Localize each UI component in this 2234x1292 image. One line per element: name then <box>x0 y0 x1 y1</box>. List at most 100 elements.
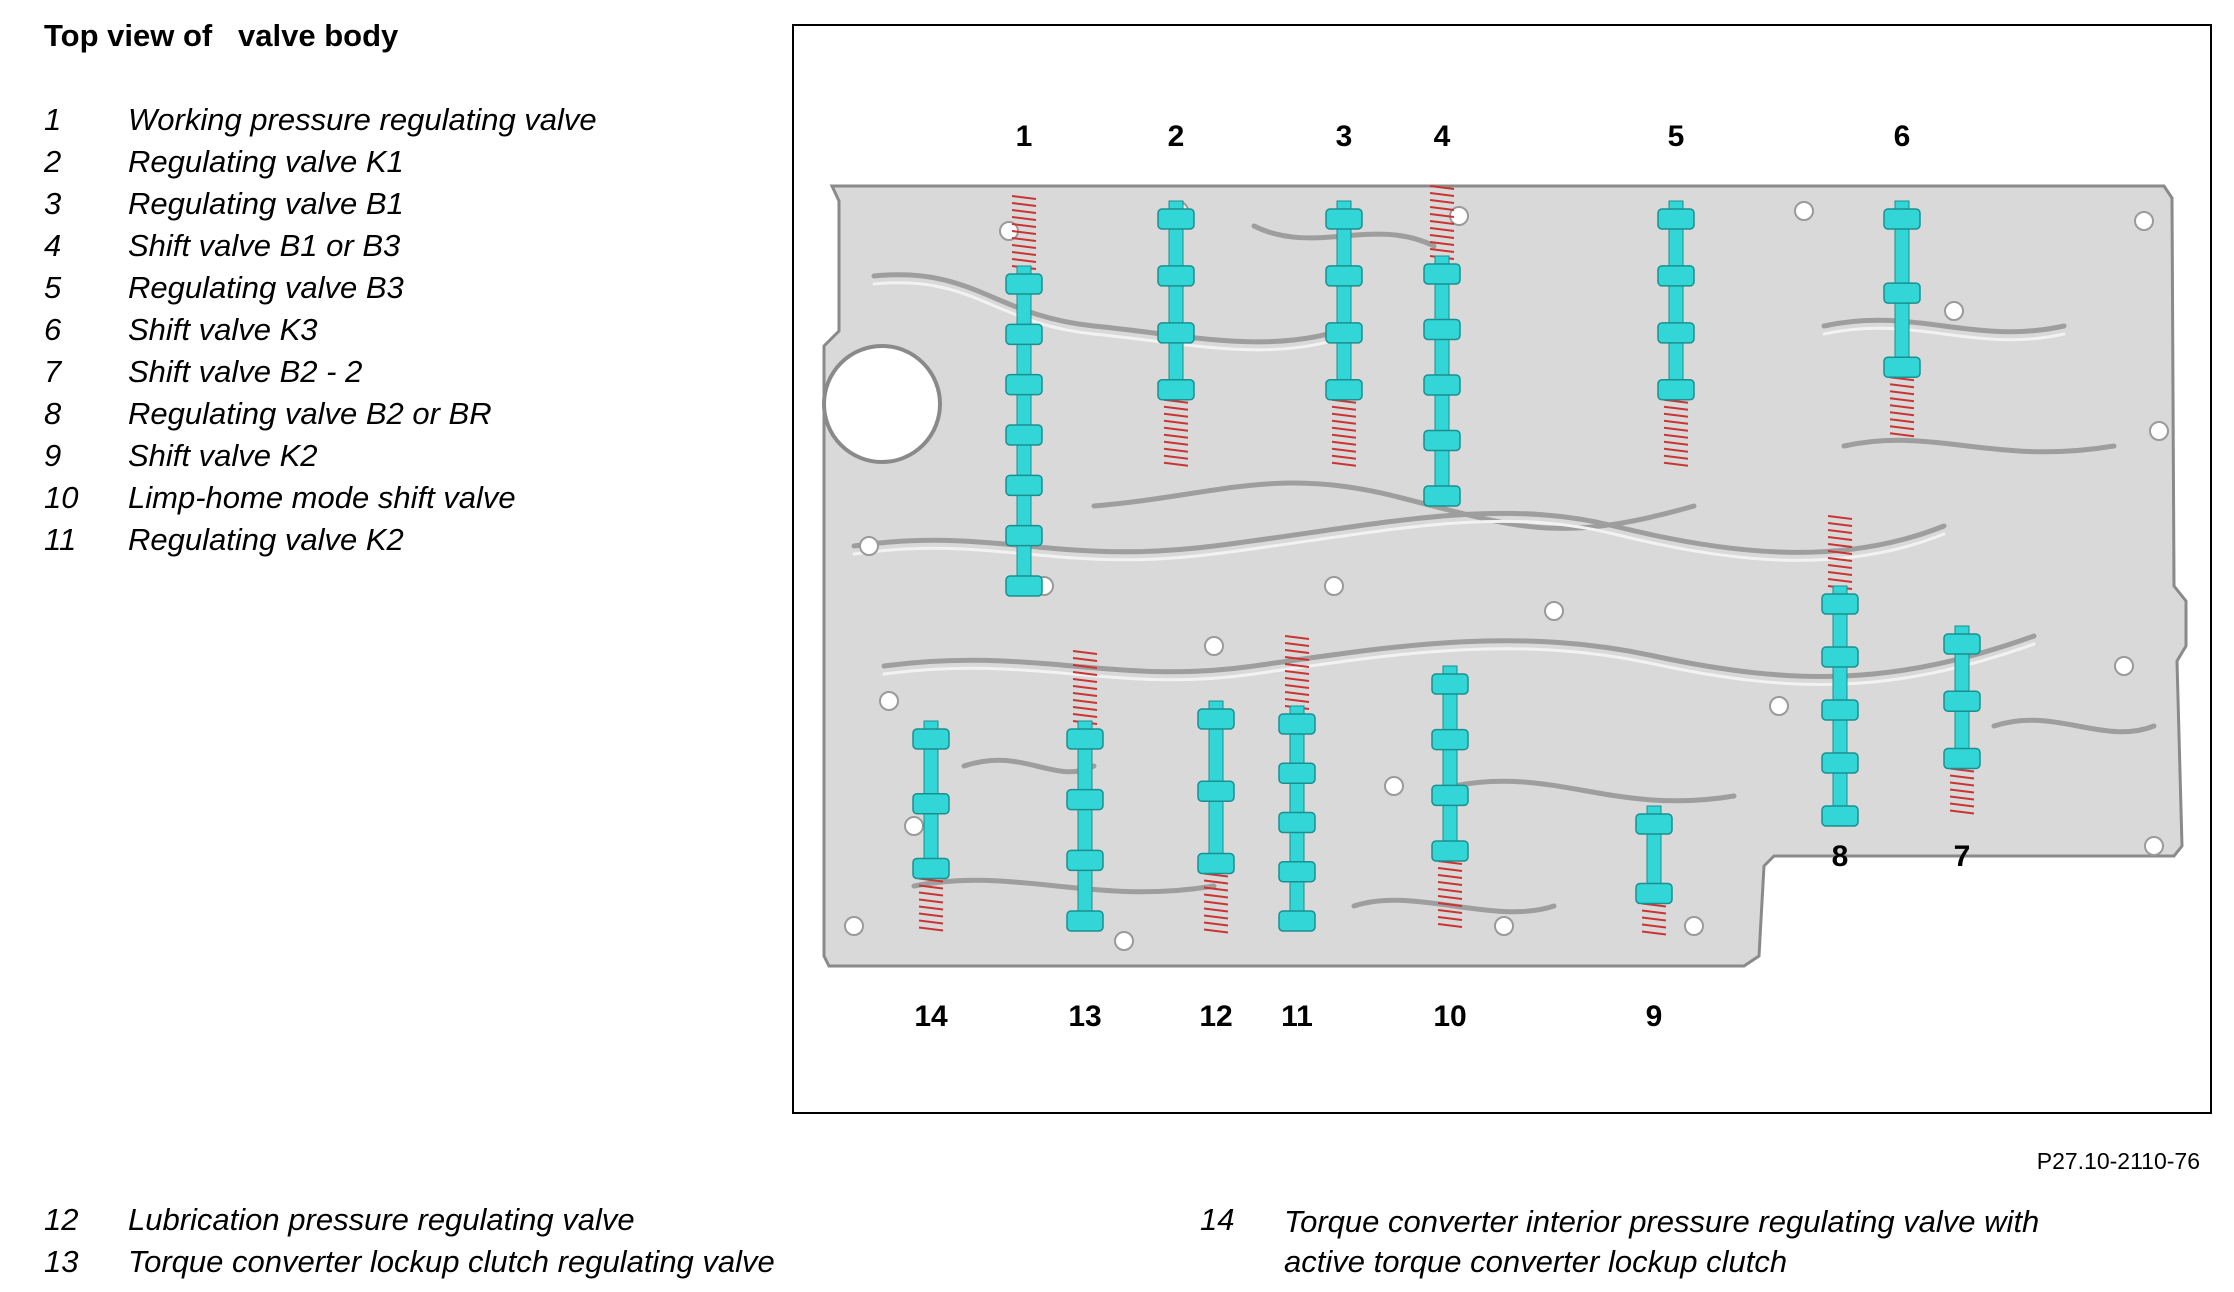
valve-12-land <box>1197 708 1235 730</box>
valve-8-spring-coil <box>1827 536 1853 541</box>
valve-7-spring-coil <box>1949 795 1975 801</box>
valve-11-spring-coil <box>1284 698 1310 703</box>
valve-5-land <box>1657 208 1695 230</box>
valve-13-land <box>1066 728 1104 750</box>
valve-2-spring-coil <box>1163 454 1189 460</box>
callout-8: 8 <box>1832 840 1849 873</box>
valve-1-land <box>1005 524 1043 547</box>
valve-2-spring-coil <box>1163 447 1189 453</box>
valve-5-spool <box>1668 200 1684 401</box>
valve-11-spring-coil <box>1284 649 1310 654</box>
valve-4-land <box>1423 374 1461 396</box>
legend-number: 1 <box>44 102 62 137</box>
valve-1-land <box>1005 323 1043 346</box>
valve-13-spring-coil <box>1072 657 1098 662</box>
valve-2-land <box>1157 379 1195 401</box>
valve-11-land <box>1278 713 1316 735</box>
valve-13-spring-coil <box>1072 685 1098 690</box>
legend-number: 9 <box>44 438 62 473</box>
valve-10-spring-coil <box>1437 895 1463 900</box>
valve-11-land <box>1278 861 1316 883</box>
valve-14-spring-coil <box>918 898 944 904</box>
valve-5-land <box>1657 322 1695 344</box>
valve-13-spring-coil <box>1072 671 1098 676</box>
valve-5-land <box>1657 379 1695 401</box>
valve-4-spring-coil <box>1429 234 1455 239</box>
valve-4-spring-coil <box>1429 192 1455 197</box>
legend-number: 8 <box>44 396 62 431</box>
valve-5-spring-coil <box>1663 461 1689 467</box>
valve-13-spring-coil <box>1072 664 1098 669</box>
bolt-holes <box>844 201 2169 951</box>
valve-12-spring-coil <box>1203 893 1229 899</box>
callout-7: 7 <box>1954 840 1971 873</box>
legend-number: 5 <box>44 270 62 305</box>
valve-2-land <box>1157 208 1195 230</box>
valve-14-land <box>912 793 950 815</box>
valve-13-land <box>1066 788 1104 811</box>
valve-11-spring-coil <box>1284 663 1310 668</box>
valve-5-spring-coil <box>1663 412 1689 418</box>
valve-1-land <box>1005 273 1043 295</box>
valve-6-spring-coil <box>1889 404 1915 410</box>
valve-1-spring-coil <box>1011 244 1037 249</box>
legend-number: 12 <box>44 1202 79 1237</box>
valve-12-land <box>1197 780 1235 802</box>
legend-number: 2 <box>44 144 62 179</box>
valve-8-spring-coil <box>1827 550 1853 555</box>
valve-1-spring-coil <box>1011 216 1037 221</box>
valve-11-land <box>1278 811 1316 834</box>
valve-1-land <box>1005 575 1043 597</box>
valve-5-land <box>1657 265 1695 287</box>
valve-3-land <box>1325 322 1363 344</box>
valve-5-spring-coil <box>1663 447 1689 453</box>
valve-6-spring-coil <box>1889 383 1915 389</box>
valve-8-spring-coil <box>1827 571 1853 576</box>
valve-10-land <box>1431 840 1469 862</box>
valve-5-spring-coil <box>1663 433 1689 439</box>
valve-4-spring-coil <box>1429 199 1455 204</box>
valve-6-spring-coil <box>1889 418 1915 424</box>
valve-1-land <box>1005 474 1043 497</box>
legend-label: Torque converter lockup clutch regulatin… <box>128 1244 775 1279</box>
valve-13-spring-coil <box>1072 713 1098 718</box>
valve-2-spring-coil <box>1163 419 1189 425</box>
callout-4: 4 <box>1434 120 1451 153</box>
legend-label: Shift valve B2 - 2 <box>128 354 363 389</box>
valve-5-spring-coil <box>1663 419 1689 425</box>
valve-14-spring-coil <box>918 905 944 911</box>
valve-2-spring-coil <box>1163 412 1189 418</box>
valve-1-spring-coil <box>1011 209 1037 214</box>
legend-label: Regulating valve K1 <box>128 144 404 179</box>
valve-11-spring-coil <box>1284 642 1310 647</box>
legend-label-line-2: active torque converter lockup clutch <box>1284 1244 1788 1279</box>
valve-11-spring-coil <box>1284 691 1310 696</box>
valve-14-spring-coil <box>918 884 944 890</box>
legend-number: 13 <box>44 1244 79 1279</box>
valve-12-spring-coil <box>1203 886 1229 892</box>
valve-7-spring-coil <box>1949 781 1975 787</box>
valve-body-illustration: 1 2 3 4 5 6 14 13 12 11 10 9 8 7 <box>822 120 2188 1033</box>
valve-3-spring-coil <box>1331 419 1357 425</box>
valve-6-land <box>1883 208 1921 230</box>
valve-8-land <box>1821 699 1859 721</box>
legend-number: 4 <box>44 228 62 263</box>
legend-number: 3 <box>44 186 62 221</box>
valve-13-land <box>1066 910 1104 932</box>
valve-5-spring-coil <box>1663 426 1689 432</box>
legend-label: Regulating valve B2 or BR <box>128 396 492 431</box>
valve-3-spring-coil <box>1331 405 1357 411</box>
valve-3-land <box>1325 379 1363 401</box>
valve-10-spring-coil <box>1437 888 1463 893</box>
legend-number: 6 <box>44 312 62 347</box>
legend-number: 11 <box>44 522 77 557</box>
legend-label: Lubrication pressure regulating valve <box>128 1202 635 1237</box>
valve-8-land <box>1821 805 1859 827</box>
valve-9-land <box>1635 813 1673 835</box>
valve-6-spring-coil <box>1889 425 1915 431</box>
valve-4-spring-coil <box>1429 227 1455 232</box>
valve-5-spring-coil <box>1663 405 1689 411</box>
legend-label: Limp-home mode shift valve <box>128 480 516 515</box>
valve-13-spring-coil <box>1072 650 1098 655</box>
legend-label: Torque converter interior pressure regul… <box>1284 1202 2039 1282</box>
